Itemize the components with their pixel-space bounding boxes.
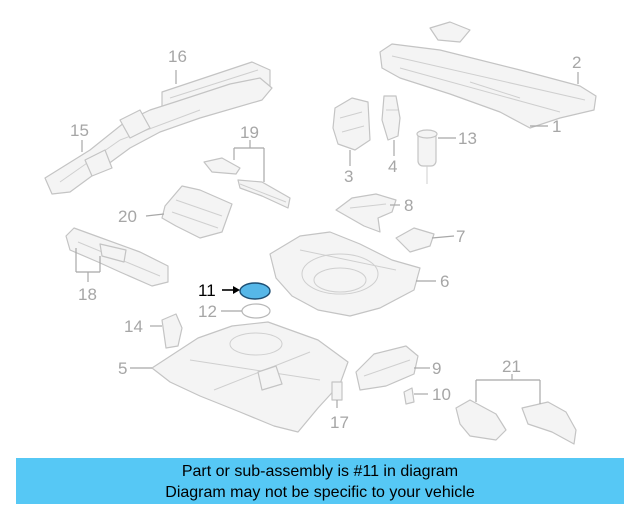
callout-12: 12 xyxy=(198,302,217,321)
part-9-member xyxy=(355,345,419,391)
part-4-bracket xyxy=(381,95,401,141)
callout-18: 18 xyxy=(78,285,97,304)
part-3-bracket xyxy=(332,97,371,151)
callout-15: 15 xyxy=(70,121,89,140)
callout-20: 20 xyxy=(118,207,137,226)
callout-17: 17 xyxy=(330,413,349,432)
callout-3: 3 xyxy=(344,167,353,186)
callout-16: 16 xyxy=(168,47,187,66)
part-11-plug xyxy=(239,282,271,300)
part-13-bump-stop xyxy=(416,129,438,184)
callout-4: 4 xyxy=(388,157,397,176)
callout-13: 13 xyxy=(458,129,477,148)
callout-9: 9 xyxy=(432,359,441,378)
info-banner: Part or sub-assembly is #11 in diagram D… xyxy=(16,458,624,504)
part-10-clip xyxy=(403,387,415,405)
part-18-frame-section xyxy=(65,227,169,287)
part-20-bracket xyxy=(161,185,233,239)
banner-line-1: Part or sub-assembly is #11 in diagram xyxy=(181,463,459,480)
callout-labels: 16 15 2 1 3 4 13 19 20 8 7 6 18 11 12 14… xyxy=(70,47,581,432)
callout-2: 2 xyxy=(572,53,581,72)
part-8-brace xyxy=(335,193,397,233)
leader-lines xyxy=(75,70,579,408)
part-1-2-crossmember xyxy=(379,21,597,129)
callout-14: 14 xyxy=(124,317,143,336)
callout-7: 7 xyxy=(456,227,465,246)
callout-1: 1 xyxy=(552,117,561,136)
part-6-spare-well xyxy=(269,231,421,317)
callout-19: 19 xyxy=(240,123,259,142)
part-12-gasket xyxy=(241,303,271,319)
part-15-frame-rail xyxy=(44,77,273,195)
part-17-tab xyxy=(331,381,343,401)
callout-6: 6 xyxy=(440,272,449,291)
callout-5: 5 xyxy=(118,359,127,378)
part-7-plate xyxy=(395,227,435,253)
callout-8: 8 xyxy=(404,196,413,215)
callout-11: 11 xyxy=(198,281,216,300)
part-14-bracket xyxy=(161,313,183,349)
part-21-brackets xyxy=(455,399,577,445)
parts-diagram: 16 15 2 1 3 4 13 19 20 8 7 6 18 11 12 14… xyxy=(44,21,597,445)
part-19-rails xyxy=(203,157,291,209)
callout-11-arrow xyxy=(222,286,240,294)
banner-line-2: Diagram may not be specific to your vehi… xyxy=(165,484,475,501)
part-5-floor-pan xyxy=(151,321,349,433)
callout-10: 10 xyxy=(432,385,451,404)
callout-21: 21 xyxy=(502,357,521,376)
